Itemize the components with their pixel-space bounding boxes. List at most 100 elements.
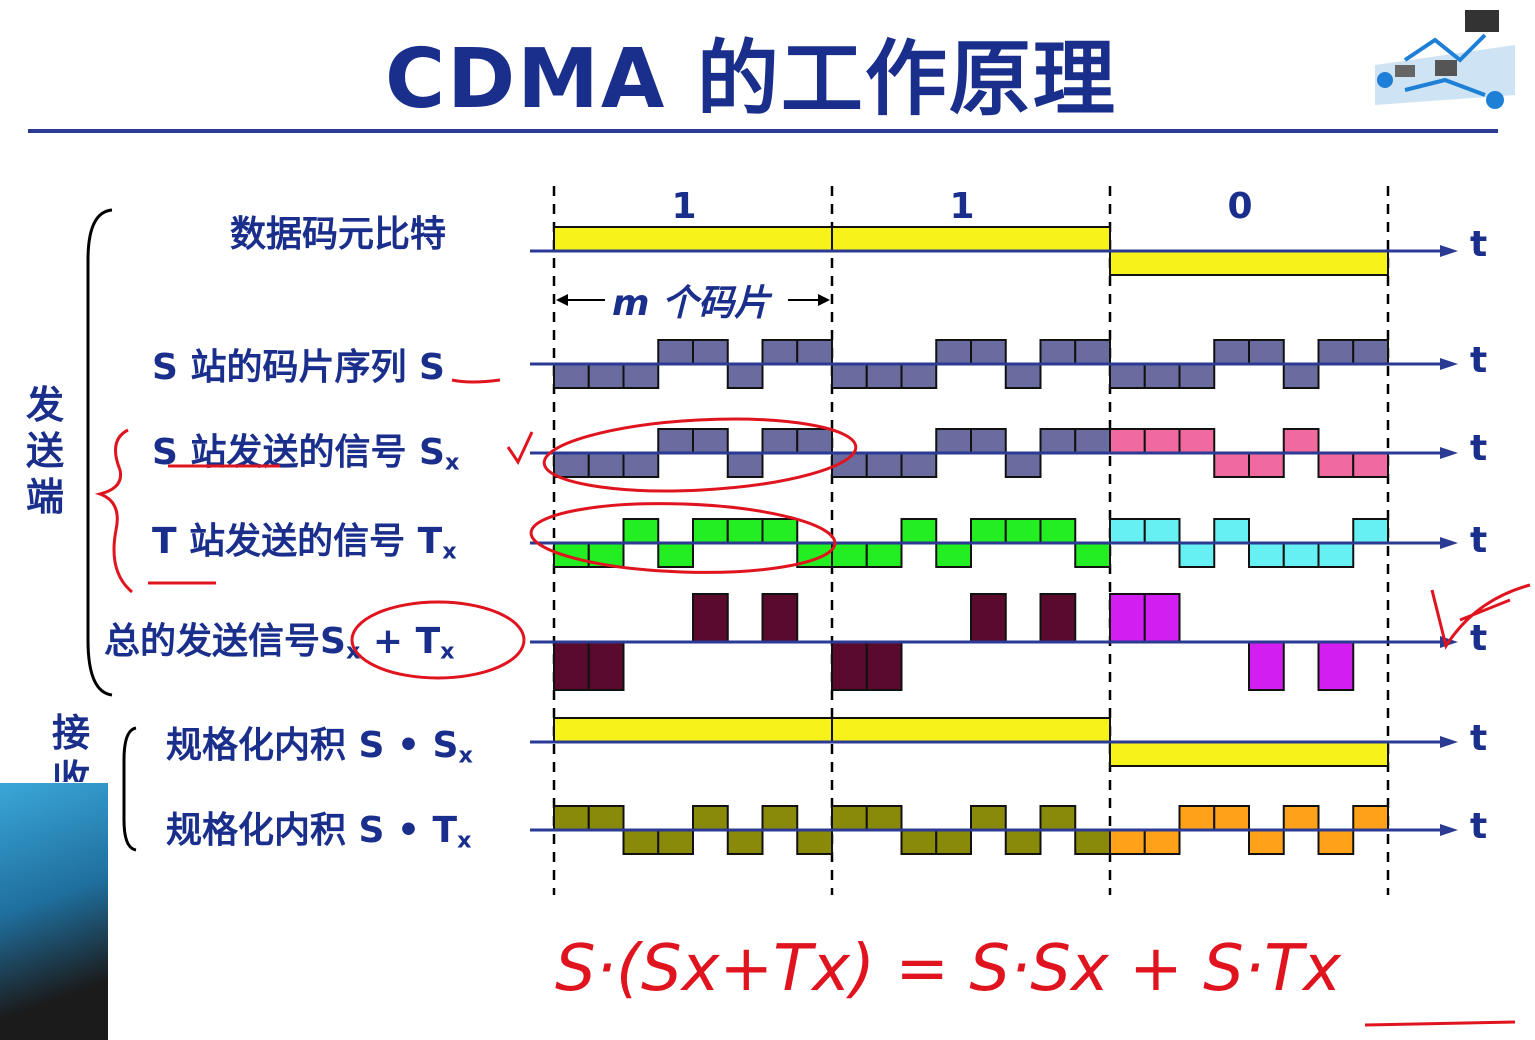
s-chip-segment <box>692 339 729 365</box>
network-logo-icon <box>1365 5 1530 115</box>
sx-segment <box>1178 428 1216 454</box>
bit-label-1: 1 <box>671 186 697 227</box>
st-segment <box>1317 829 1355 855</box>
time-axis-arrow-icon <box>1440 537 1458 549</box>
sx-segment <box>692 428 729 454</box>
s-chip-segment <box>1282 363 1320 389</box>
bit-label-3: 0 <box>1227 186 1253 227</box>
time-axis-arrow-icon <box>1440 824 1458 836</box>
red-underline-s-chip <box>451 378 501 384</box>
ss-segment <box>1109 741 1389 767</box>
tx-highlight-ellipse <box>529 502 837 574</box>
bit-label-2: 1 <box>949 186 975 227</box>
sender-red-brace <box>94 428 133 594</box>
sum-highlight-ellipse <box>350 600 526 680</box>
sx-segment <box>1109 428 1146 454</box>
sum-segment <box>587 641 625 691</box>
tx-segment <box>935 542 972 568</box>
sx-segment <box>1143 428 1181 454</box>
tx-segment <box>1178 542 1216 568</box>
row-label-sum-signal: 总的发送信号Sx + Tx <box>104 612 455 665</box>
st-segment <box>970 805 1007 831</box>
data-segment <box>831 226 1111 252</box>
tx-segment <box>692 518 729 544</box>
sender-char-3: 端 <box>25 475 64 519</box>
row-label-data-bits: 数据码元比特 <box>230 214 447 255</box>
sender-char-1: 发 <box>25 383 64 427</box>
tx-segment <box>900 518 938 544</box>
axis-label-t-7: t <box>1470 806 1488 847</box>
st-segment <box>1213 805 1250 831</box>
handwritten-formula-text: S·(Sx+Tx) = S·Sx + S·Tx <box>555 932 1342 1006</box>
title-underline <box>28 129 1498 133</box>
sx-segment <box>761 428 799 454</box>
s-chip-segment <box>622 363 660 389</box>
row-label-norm-s-tx: 规格化内积 S • Tx <box>166 801 472 854</box>
s-chip-segment <box>865 363 903 389</box>
axis-label-t-3: t <box>1470 428 1488 469</box>
tx-subscript: x <box>442 538 457 565</box>
sum-segment <box>831 641 868 691</box>
tx-segment <box>831 542 868 568</box>
sx-segment <box>1074 428 1111 454</box>
chip-span-arrow-right-icon <box>818 294 830 306</box>
st-segment <box>1352 805 1389 831</box>
sum-prefix: 总的发送信号 <box>104 621 321 662</box>
sender-group-label: 发 送 端 <box>24 382 66 520</box>
st-segment <box>865 805 903 831</box>
receiver-char-2: 收 <box>51 757 90 782</box>
s-chip-segment <box>761 339 799 365</box>
chip-span-label: m 个码片 <box>612 274 770 326</box>
sx-segment <box>796 428 833 454</box>
tx-segment <box>1004 518 1042 544</box>
s-chip-segment <box>726 363 764 389</box>
receiver-group-label: 接 收 <box>50 710 92 782</box>
st-segment <box>900 829 938 855</box>
s-chip-segment <box>1178 363 1216 389</box>
sx-subscript: x <box>444 449 460 476</box>
tx-segment <box>1352 518 1389 544</box>
sx-segment <box>1282 428 1320 454</box>
st-segment <box>1074 829 1111 855</box>
tx-segment <box>865 542 903 568</box>
row-label-norm-s-sx: 规格化内积 S • Sx <box>166 716 473 769</box>
axis-label-t-5: t <box>1470 618 1488 659</box>
tx-segment <box>1109 518 1146 544</box>
ss-segment <box>553 717 833 743</box>
s-chip-segment <box>1352 339 1389 365</box>
s-chip-segment <box>553 363 590 389</box>
s-chip-segment <box>1004 363 1042 389</box>
sender-bracket <box>86 208 113 697</box>
receiver-bracket <box>122 726 137 852</box>
st-segment <box>1004 829 1042 855</box>
st-segment <box>1282 805 1320 831</box>
time-axis-arrow-icon <box>1440 736 1458 748</box>
norm-st-sub: x <box>457 827 472 854</box>
sum-segment <box>1248 641 1285 691</box>
norm-st-text: 规格化内积 S • T <box>166 810 458 851</box>
st-segment <box>726 829 764 855</box>
ss-segment <box>831 717 1111 743</box>
st-segment <box>553 805 590 831</box>
sum-sub-2: x <box>440 638 455 665</box>
sx-segment <box>622 452 660 478</box>
sx-segment <box>1004 452 1042 478</box>
st-segment <box>1143 829 1181 855</box>
sum-sub-1: x <box>345 638 361 665</box>
tx-segment <box>726 518 764 544</box>
tx-segment <box>1074 542 1111 568</box>
axis-label-t-6: t <box>1470 718 1488 759</box>
red-underline-formula <box>1364 1020 1516 1027</box>
s-chip-segment <box>831 363 868 389</box>
s-chip-segment <box>1074 339 1111 365</box>
s-chip-segment <box>796 339 833 365</box>
sx-segment <box>900 452 938 478</box>
st-segment <box>761 805 799 831</box>
tx-signal-text: T 站发送的信号 T <box>152 521 443 562</box>
st-segment <box>935 829 972 855</box>
red-check-sum-icon <box>1430 583 1531 650</box>
sum-expr-plus: + T <box>360 621 441 662</box>
sum-segment <box>1317 641 1355 691</box>
axis-label-t-2: t <box>1470 340 1488 381</box>
red-check-sx-icon <box>506 431 534 466</box>
